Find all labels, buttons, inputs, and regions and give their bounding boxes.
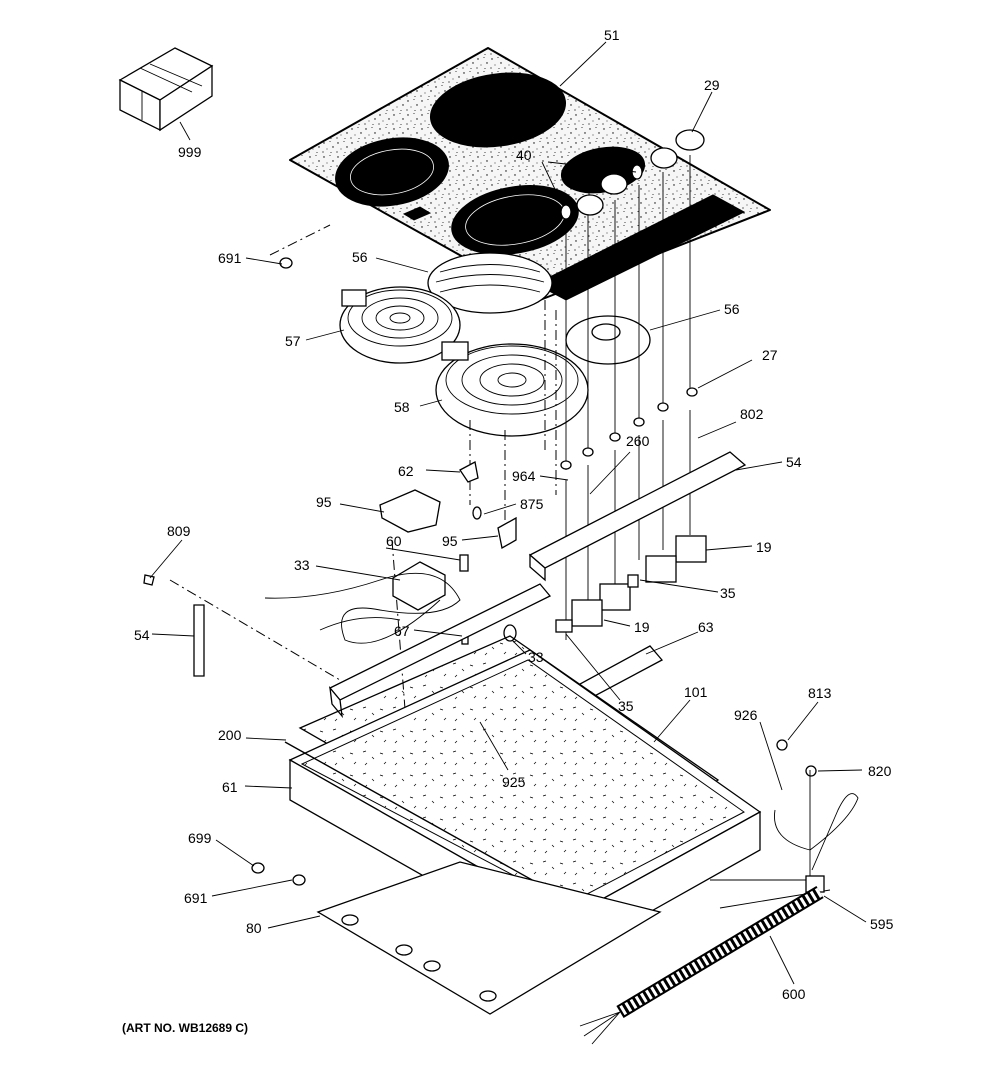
callout-35-lower: 35 bbox=[618, 698, 634, 714]
callout-595: 595 bbox=[870, 916, 894, 932]
callout-62: 62 bbox=[398, 463, 414, 479]
surface-element-small bbox=[339, 286, 461, 364]
art-number-caption: (ART NO. WB12689 C) bbox=[122, 1021, 248, 1035]
surface-element-rear bbox=[427, 252, 651, 365]
cooktop-glass bbox=[289, 47, 771, 301]
surface-element-large bbox=[435, 341, 589, 437]
callout-56-rear: 56 bbox=[352, 249, 368, 265]
callout-699: 699 bbox=[188, 830, 212, 846]
callout-925: 925 bbox=[502, 774, 526, 790]
callout-58: 58 bbox=[394, 399, 410, 415]
infinite-switches bbox=[555, 535, 707, 633]
callout-964: 964 bbox=[512, 468, 536, 484]
callout-19-upper: 19 bbox=[756, 539, 772, 555]
seals bbox=[560, 387, 698, 470]
callout-51: 51 bbox=[604, 27, 620, 43]
callout-35-upper: 35 bbox=[720, 585, 736, 601]
callout-101: 101 bbox=[684, 684, 708, 700]
callout-29: 29 bbox=[704, 77, 720, 93]
callout-600: 600 bbox=[782, 986, 806, 1002]
power-conduit bbox=[579, 770, 859, 1045]
callout-691-top: 691 bbox=[218, 250, 242, 266]
callout-19-lower: 19 bbox=[634, 619, 650, 635]
control-bracket-right bbox=[528, 451, 747, 582]
callout-95-right: 95 bbox=[442, 533, 458, 549]
callout-802: 802 bbox=[740, 406, 764, 422]
callout-80: 80 bbox=[246, 920, 262, 936]
callout-820: 820 bbox=[868, 763, 892, 779]
bracket-left bbox=[143, 574, 205, 677]
callout-54-left: 54 bbox=[134, 627, 150, 643]
callout-57: 57 bbox=[285, 333, 301, 349]
callout-61: 61 bbox=[222, 779, 238, 795]
callout-809: 809 bbox=[167, 523, 191, 539]
callout-63: 63 bbox=[698, 619, 714, 635]
callout-33-lower: 33 bbox=[528, 649, 544, 665]
callout-813: 813 bbox=[808, 685, 832, 701]
callout-67: 67 bbox=[394, 623, 410, 639]
callout-40: 40 bbox=[516, 147, 532, 163]
callout-926: 926 bbox=[734, 707, 758, 723]
callout-691-bottom: 691 bbox=[184, 890, 208, 906]
callout-27: 27 bbox=[762, 347, 778, 363]
control-knobs bbox=[560, 129, 705, 220]
callout-56-right: 56 bbox=[724, 301, 740, 317]
callout-60: 60 bbox=[386, 533, 402, 549]
callout-54-right: 54 bbox=[786, 454, 802, 470]
bottom-cover bbox=[316, 861, 662, 1015]
callout-200: 200 bbox=[218, 727, 242, 743]
screws bbox=[251, 257, 817, 886]
callout-999: 999 bbox=[178, 144, 202, 160]
callout-labels: 999 51 29 40 691 56 57 56 27 58 802 260 … bbox=[122, 27, 894, 1035]
callout-875: 875 bbox=[520, 496, 544, 512]
callout-95-left: 95 bbox=[316, 494, 332, 510]
callout-33-upper: 33 bbox=[294, 557, 310, 573]
packaging-box bbox=[118, 47, 214, 132]
callout-260: 260 bbox=[626, 433, 650, 449]
small-brackets bbox=[379, 461, 517, 550]
callout-leaders bbox=[149, 41, 867, 985]
